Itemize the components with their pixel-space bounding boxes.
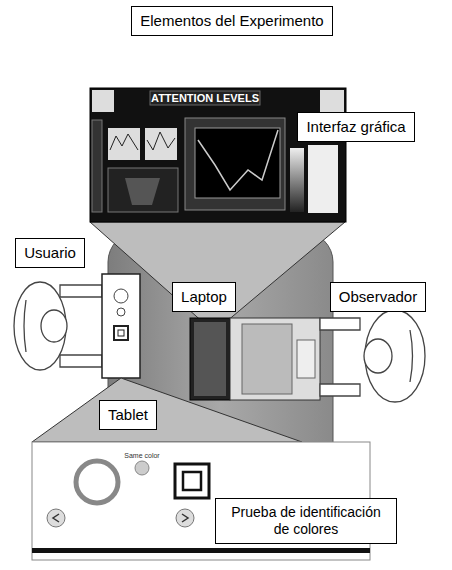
box-text: Elementos del Experimento [140, 12, 323, 30]
screen-text: Same color [124, 452, 159, 459]
label-box: Observador [330, 282, 426, 312]
label-box: Usuario [15, 238, 85, 268]
box-text: Laptop [181, 288, 227, 306]
box-text: Observador [339, 288, 417, 306]
label-box: Tablet [99, 400, 157, 430]
screen-text: ATTENTION LEVELS [151, 92, 259, 104]
label-box: Prueba de identificación de colores [215, 498, 397, 544]
box-text: Interfaz gráfica [306, 118, 405, 136]
label-box: Laptop [172, 282, 236, 312]
label-box: Elementos del Experimento [131, 6, 332, 36]
label-box: Interfaz gráfica [297, 112, 414, 142]
box-text: Usuario [24, 244, 76, 262]
box-text: Tablet [108, 406, 148, 424]
box-text: Prueba de identificación de colores [224, 504, 388, 538]
